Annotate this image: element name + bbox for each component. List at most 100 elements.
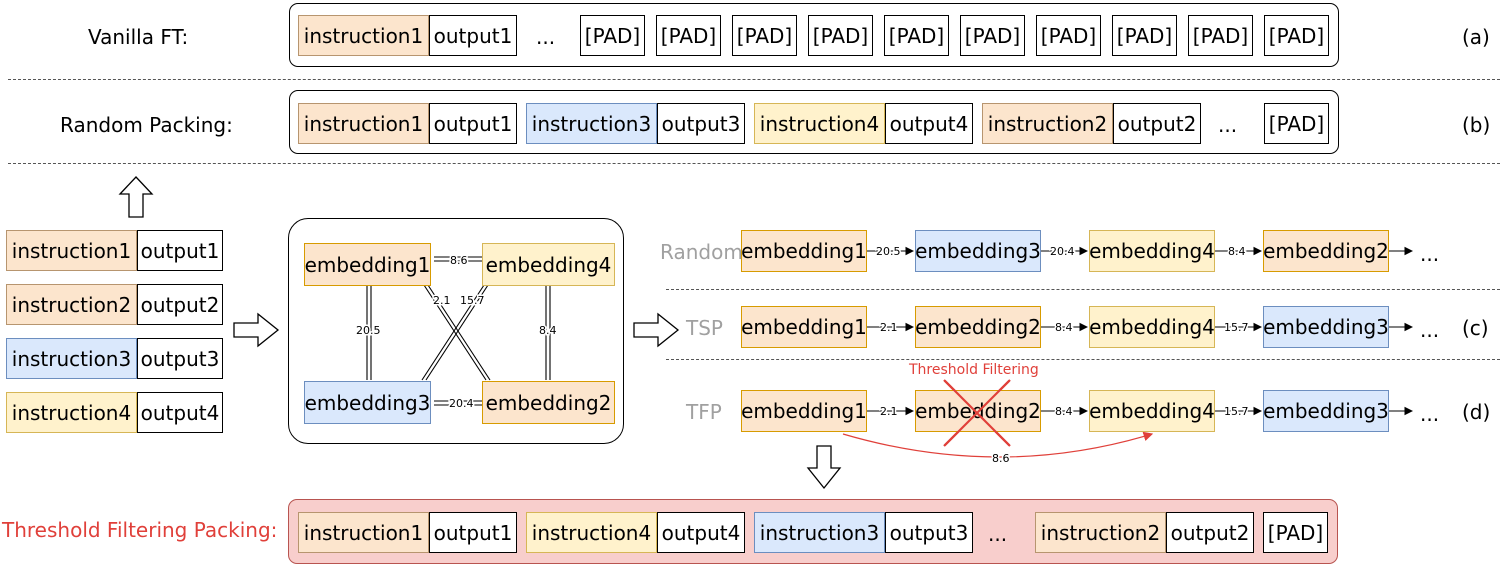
- ordering-label-random: Random: [660, 240, 743, 264]
- tsp-weight-1: 2.1: [880, 321, 898, 334]
- tag-a: (a): [1462, 25, 1490, 49]
- tfp-embedding3: embedding3: [1263, 390, 1389, 432]
- down-arrow-icon: [806, 445, 842, 490]
- ellipsis: ...: [1420, 318, 1440, 342]
- tfp-weight-1: 2.1: [880, 405, 898, 418]
- sample-output3: output3: [137, 338, 223, 379]
- token-instruction4: instruction4: [526, 512, 657, 553]
- ordering-label-tfp: TFP: [686, 400, 722, 424]
- token-pad: [PAD]: [1112, 15, 1177, 56]
- ellipsis: ...: [1420, 402, 1440, 426]
- ellipsis: ...: [1420, 242, 1440, 266]
- graph-edges: 8.6 20.5 8.4 20.4 2.1 15.7: [355, 253, 559, 412]
- token-instruction1: instruction1: [298, 15, 429, 56]
- sample-output2: output2: [137, 284, 223, 325]
- sample-output4: output4: [137, 392, 223, 433]
- embedding-graph-frame: [288, 218, 624, 444]
- tfp-skip-weight: 8.6: [992, 452, 1010, 465]
- random-embedding2: embedding2: [1263, 230, 1389, 272]
- token-pad: [PAD]: [808, 15, 873, 56]
- tag-d: (d): [1462, 400, 1491, 424]
- sample-instruction1: instruction1: [6, 230, 137, 271]
- sample-instruction3: instruction3: [6, 338, 137, 379]
- token-instruction2: instruction2: [1035, 512, 1166, 553]
- graph-embedding2: embedding2: [482, 381, 615, 424]
- tsp-embedding3: embedding3: [1263, 306, 1389, 348]
- tsp-weight-2: 8.4: [1055, 321, 1073, 334]
- graph-embedding4: embedding4: [482, 243, 615, 286]
- token-instruction3: instruction3: [526, 103, 657, 144]
- token-output1: output1: [429, 15, 517, 56]
- token-instruction3: instruction3: [754, 512, 885, 553]
- token-pad: [PAD]: [1264, 103, 1329, 144]
- sample-instruction2: instruction2: [6, 284, 137, 325]
- tsp-embedding2: embedding2: [915, 306, 1041, 348]
- token-pad: [PAD]: [1264, 15, 1329, 56]
- token-pad: [PAD]: [1188, 15, 1253, 56]
- right-arrow-icon: [633, 312, 680, 348]
- sample-output1: output1: [137, 230, 223, 271]
- random-embedding1: embedding1: [741, 230, 867, 272]
- up-arrow-icon: [118, 176, 154, 218]
- ellipsis: ...: [1218, 113, 1238, 137]
- random-embedding4: embedding4: [1089, 230, 1215, 272]
- tfp-embedding1: embedding1: [741, 390, 867, 432]
- divider: [8, 163, 1500, 164]
- random-packing-sequence-frame: [289, 90, 1339, 154]
- token-pad: [PAD]: [580, 15, 645, 56]
- token-instruction2: instruction2: [982, 103, 1113, 144]
- token-output4: output4: [885, 103, 973, 144]
- tsp-embedding4: embedding4: [1089, 306, 1215, 348]
- token-output3: output3: [885, 512, 973, 553]
- random-weight-2: 20.4: [1050, 245, 1075, 258]
- random-packing-label: Random Packing:: [60, 113, 233, 137]
- divider: [8, 79, 1500, 80]
- token-instruction4: instruction4: [754, 103, 885, 144]
- tsp-embedding1: embedding1: [741, 306, 867, 348]
- token-output2: output2: [1113, 103, 1201, 144]
- tsp-weight-3: 15.7: [1224, 321, 1249, 334]
- ellipsis: ...: [988, 522, 1008, 546]
- random-weight-3: 8.4: [1228, 245, 1246, 258]
- vanilla-ft-sequence-frame: [289, 3, 1339, 67]
- token-instruction1: instruction1: [298, 512, 429, 553]
- random-embedding3: embedding3: [915, 230, 1041, 272]
- token-pad: [PAD]: [656, 15, 721, 56]
- threshold-filtering-label: Threshold Filtering: [909, 362, 1039, 378]
- token-pad: [PAD]: [1036, 15, 1101, 56]
- tfp-weight-2: 8.4: [1055, 405, 1073, 418]
- token-pad: [PAD]: [1263, 512, 1328, 553]
- filter-cross-icon: [944, 380, 1010, 446]
- tfp-packing-label: Threshold Filtering Packing:: [2, 518, 278, 542]
- weight-e3-e2: 20.4: [449, 397, 474, 410]
- ordering-label-tsp: TSP: [686, 316, 723, 340]
- tag-c: (c): [1462, 316, 1489, 340]
- tfp-embedding4: embedding4: [1089, 390, 1215, 432]
- token-instruction1: instruction1: [298, 103, 429, 144]
- weight-e4-e3: 15.7: [460, 294, 485, 307]
- sample-instruction4: instruction4: [6, 392, 137, 433]
- weight-e4-e2: 8.4: [539, 324, 557, 337]
- tag-b: (b): [1462, 113, 1491, 137]
- token-output4: output4: [657, 512, 745, 553]
- tfp-weight-3: 15.7: [1224, 405, 1249, 418]
- token-pad: [PAD]: [884, 15, 949, 56]
- graph-embedding1: embedding1: [304, 243, 431, 286]
- random-weight-1: 20.5: [876, 245, 901, 258]
- weight-e1-e4: 8.6: [450, 254, 468, 267]
- graph-embedding3: embedding3: [304, 381, 431, 424]
- weight-e1-e3: 20.5: [356, 324, 381, 337]
- token-output3: output3: [657, 103, 745, 144]
- ellipsis: ...: [536, 25, 556, 49]
- right-arrow-icon: [233, 312, 280, 348]
- token-output1: output1: [429, 512, 517, 553]
- weight-e1-e2: 2.1: [433, 294, 451, 307]
- token-output1: output1: [429, 103, 517, 144]
- vanilla-ft-label: Vanilla FT:: [88, 25, 189, 49]
- token-pad: [PAD]: [960, 15, 1025, 56]
- divider: [666, 359, 1500, 360]
- token-output2: output2: [1166, 512, 1254, 553]
- token-pad: [PAD]: [732, 15, 797, 56]
- divider: [666, 289, 1500, 290]
